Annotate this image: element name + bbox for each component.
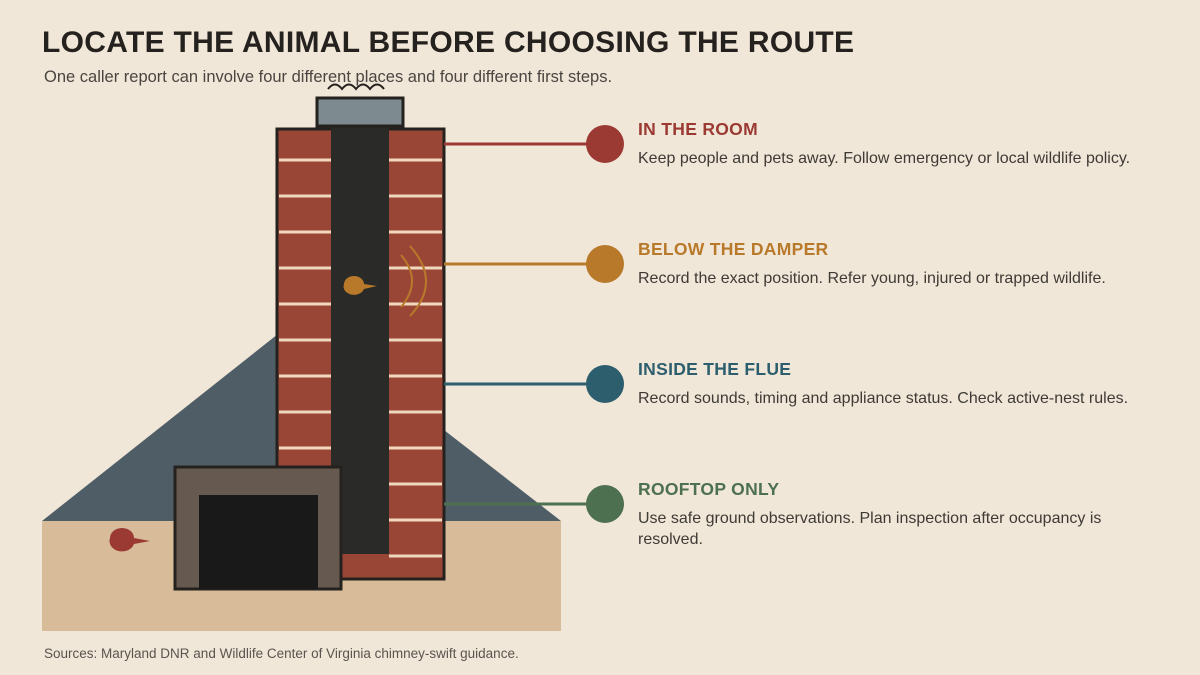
bird-in-room-icon xyxy=(109,528,150,552)
location-description: Use safe ground observations. Plan inspe… xyxy=(638,510,1102,548)
location-rooftop-only: ROOFTOP ONLY Use safe ground observation… xyxy=(638,479,1118,550)
chimney-cap xyxy=(315,96,405,128)
sound-wave-outer xyxy=(409,245,427,317)
location-description: Record sounds, timing and appliance stat… xyxy=(638,390,1129,407)
brick-mortar-lines xyxy=(279,158,442,558)
roof-right xyxy=(444,430,561,521)
location-description: Keep people and pets away. Follow emerge… xyxy=(638,150,1131,167)
location-dot xyxy=(586,245,624,283)
location-title: BELOW THE DAMPER xyxy=(638,239,829,259)
location-title: IN THE ROOM xyxy=(638,119,758,139)
source-note: Sources: Maryland DNR and Wildlife Cente… xyxy=(44,646,519,661)
location-below-the-damper: BELOW THE DAMPER Record the exact positi… xyxy=(638,239,1158,289)
location-inside-the-flue: INSIDE THE FLUE Record sounds, timing an… xyxy=(638,359,1158,409)
location-title: INSIDE THE FLUE xyxy=(638,359,792,379)
location-in-the-room: IN THE ROOM Keep people and pets away. F… xyxy=(638,119,1158,169)
bird-below-damper-icon xyxy=(343,276,377,295)
location-dot xyxy=(586,485,624,523)
location-dot xyxy=(586,365,624,403)
page-subtitle: One caller report can involve four diffe… xyxy=(44,68,613,86)
sound-wave-inner xyxy=(400,254,413,308)
rooftop-birds-icon xyxy=(327,83,385,91)
location-title: ROOFTOP ONLY xyxy=(638,479,780,499)
page-title: LOCATE THE ANIMAL BEFORE CHOOSING THE RO… xyxy=(42,26,855,59)
location-dot xyxy=(586,125,624,163)
location-connectors xyxy=(444,125,624,523)
firebox xyxy=(199,495,318,589)
location-description: Record the exact position. Refer young, … xyxy=(638,270,1106,287)
